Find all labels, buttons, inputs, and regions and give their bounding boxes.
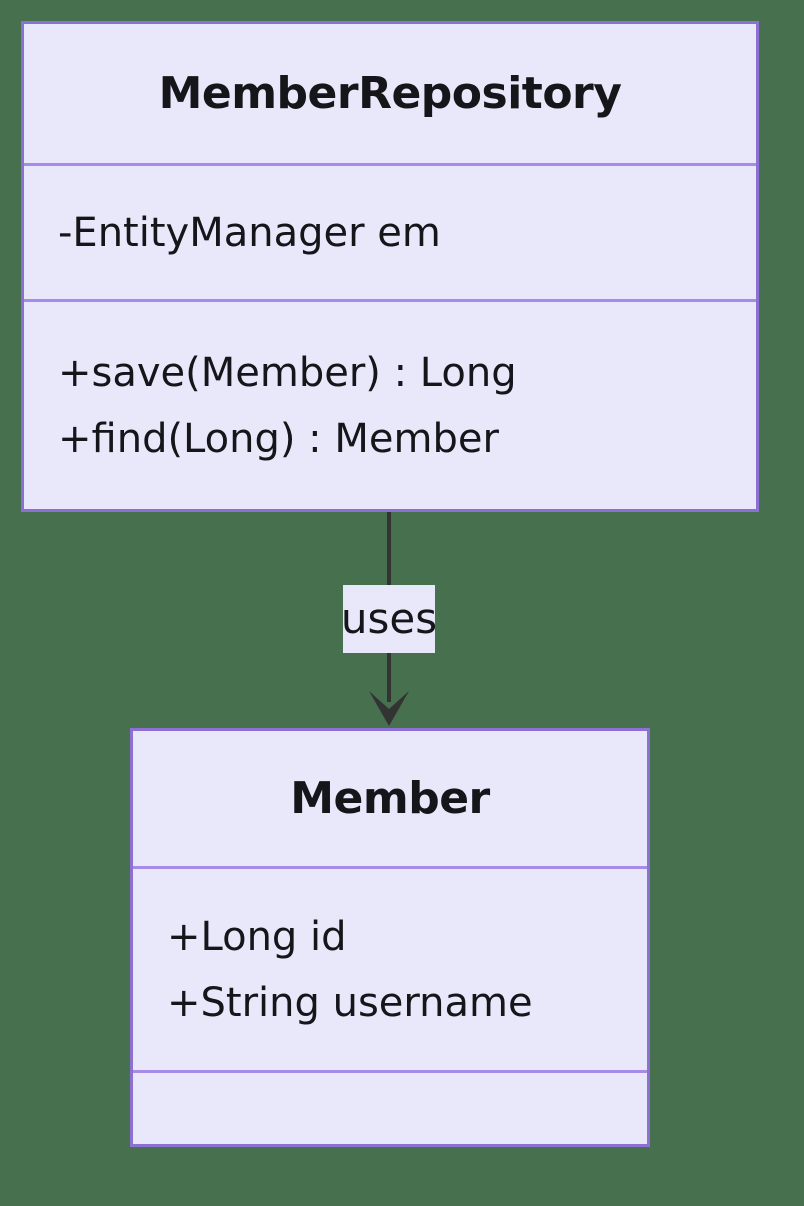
class-attributes-compartment: -EntityManager em — [24, 163, 756, 299]
method-line: +save(Member) : Long — [58, 349, 517, 396]
class-box-member: Member +Long id +String username — [130, 728, 650, 1147]
class-attributes-compartment: +Long id +String username — [133, 866, 647, 1070]
class-title-compartment: MemberRepository — [24, 24, 756, 163]
relationship-label: uses — [340, 585, 438, 653]
attribute-line: +Long id — [167, 913, 347, 960]
attribute-line: -EntityManager em — [58, 209, 441, 256]
method-line: +find(Long) : Member — [58, 415, 499, 462]
class-methods-compartment: +save(Member) : Long +find(Long) : Membe… — [24, 299, 756, 509]
class-title-compartment: Member — [133, 731, 647, 866]
class-name: Member — [290, 773, 490, 824]
class-methods-compartment-empty — [133, 1070, 647, 1144]
attribute-line: +String username — [167, 979, 533, 1026]
class-box-member-repository: MemberRepository -EntityManager em +save… — [21, 21, 759, 512]
arrowhead-icon — [369, 691, 409, 726]
class-name: MemberRepository — [158, 68, 622, 119]
relationship-label-text: uses — [340, 594, 438, 643]
